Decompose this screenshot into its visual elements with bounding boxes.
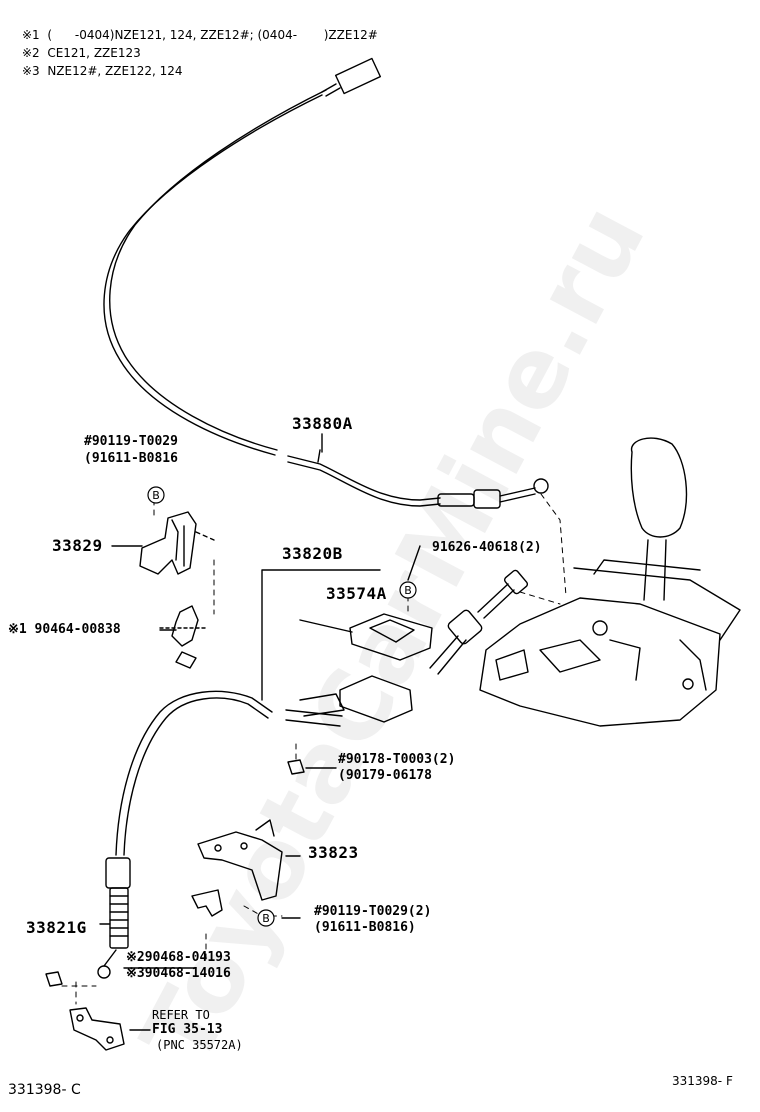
b-marker-text-3: B xyxy=(262,912,270,925)
label-91611-a: (91611-B0816 xyxy=(84,451,178,466)
note-3: ※3 NZE12#, ZZE122, 124 xyxy=(22,64,183,78)
nut-lower xyxy=(45,971,63,987)
label-90179: (90179-06178 xyxy=(338,768,432,783)
label-33820b: 33820B xyxy=(282,544,343,563)
label-33821g: 33821G xyxy=(26,918,87,937)
label-33880a: 33880A xyxy=(292,414,353,433)
label-33574a: 33574A xyxy=(326,584,387,603)
bracket-35572a xyxy=(69,1007,125,1051)
label-91626: 91626-40618(2) xyxy=(432,540,542,555)
nut-90178 xyxy=(287,759,305,775)
footer-left-code: 331398- C xyxy=(8,1082,81,1098)
label-33829: 33829 xyxy=(52,536,103,555)
b-marker-2 xyxy=(399,581,417,599)
label-90464: ※1 90464-00838 xyxy=(8,622,121,637)
label-290468: ※290468-04193 xyxy=(126,950,231,965)
label-390468: ※390468-14016 xyxy=(126,966,231,981)
bracket-33823 xyxy=(197,819,283,901)
clip-33829 xyxy=(139,511,215,575)
label-91611-b: (91611-B0816) xyxy=(314,920,416,935)
clip-90464 xyxy=(159,605,207,669)
b-marker-1 xyxy=(147,486,165,504)
footer-right-code: 331398- F xyxy=(672,1074,733,1088)
b-marker-3 xyxy=(257,909,275,927)
shift-lever-assembly xyxy=(479,437,741,727)
bracket-33820b xyxy=(261,569,433,727)
cable-33821g xyxy=(97,690,273,979)
b-marker-text-2: B xyxy=(404,584,412,597)
clip-290468 xyxy=(191,889,223,917)
label-refer-fig: FIG 35-13 xyxy=(152,1022,223,1037)
label-33823: 33823 xyxy=(308,843,359,862)
cable-33880a xyxy=(103,57,549,509)
label-refer-to: REFER TO xyxy=(152,1008,210,1022)
label-90119-a: #90119-T0029 xyxy=(84,434,178,449)
selector-link xyxy=(429,569,529,675)
b-marker-text-1: B xyxy=(152,489,160,502)
note-2: ※2 CE121, ZZE123 xyxy=(22,46,141,60)
label-90119-b: #90119-T0029(2) xyxy=(314,904,432,919)
note-1: ※1 ( -0404)NZE121, 124, ZZE12#; (0404- )… xyxy=(22,28,378,42)
label-90178: #90178-T0003(2) xyxy=(338,752,456,767)
label-refer-pnc: (PNC 35572A) xyxy=(156,1038,243,1052)
